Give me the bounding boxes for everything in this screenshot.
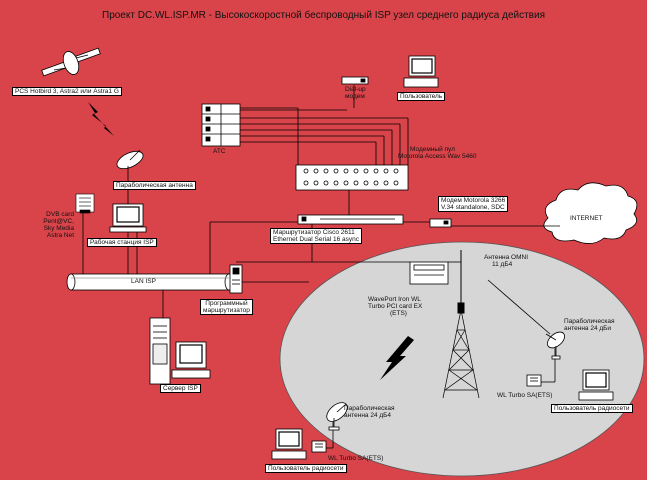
right-wl-turbo-icon xyxy=(526,374,542,387)
cisco-router-icon xyxy=(297,214,404,225)
omni-line2: 11 дБ4 xyxy=(492,261,513,268)
server-icon xyxy=(149,317,211,385)
ats-icon xyxy=(201,103,241,147)
tower-icon xyxy=(442,309,480,399)
software-router-label: Программный маршрутизатор xyxy=(200,299,253,315)
modem-pool-label: Модемный пул Motorola Access Wav 5460 xyxy=(398,146,477,160)
software-router-line2: маршрутизатор xyxy=(203,307,250,314)
dialup-modem-line2: модем xyxy=(345,93,365,100)
omni-antenna-icon xyxy=(457,250,465,314)
dvb-label-line2: Pent@VC, xyxy=(43,218,74,225)
omni-label: Антенна OMNI 11 дБ4 xyxy=(484,254,528,268)
multiplexer-label: Модем Motorola 3266 V.34 standalone, SDC xyxy=(438,196,509,212)
waveport-card-icon xyxy=(409,261,449,285)
right-dish-label: Параболическая антенна 24 дБи xyxy=(564,318,615,332)
wireless-link-icon xyxy=(380,336,414,380)
right-dish-icon xyxy=(545,331,565,360)
right-dish-line2: антенна 24 дБи xyxy=(564,325,612,332)
multiplexer-line1: Модем Motorola 3266 xyxy=(441,197,506,204)
bottom-radio-user-label: Пользователь радиосети xyxy=(265,464,347,473)
cisco-line2: Ethernet Dual Serial 16 async xyxy=(273,236,359,243)
dialup-modem-label: Dial-up модем xyxy=(345,86,366,100)
software-router-line1: Программный xyxy=(205,300,248,307)
bottom-wl-turbo-icon xyxy=(311,440,327,453)
multiplexer-line2: V.34 standalone, SDC xyxy=(441,204,505,211)
connection-lines xyxy=(82,85,560,449)
right-radio-user-label: Пользователь радиосети xyxy=(551,404,633,413)
multiplexer-modem-icon xyxy=(429,218,452,228)
workstation-label: Рабочая станция ISP xyxy=(87,238,157,247)
right-user-pc-icon xyxy=(578,369,614,401)
waveport-line2: Turbo PCI card EX xyxy=(368,303,423,310)
dvb-label-line1: DVB card xyxy=(46,211,74,218)
waveport-line1: WavePort Iron WL xyxy=(368,296,421,303)
internet-cloud xyxy=(543,182,638,244)
right-dish-line1: Параболическая xyxy=(564,318,615,325)
bottom-dish-icon xyxy=(326,402,348,431)
modem-pool-icon xyxy=(295,164,409,191)
bottom-dish-label: Параболическая антенна 24 дБ4 xyxy=(344,405,395,419)
cisco-label: Маршрутизатор Cisco 2611 Ethernet Dual S… xyxy=(270,228,362,244)
bottom-wl-turbo-label: WL Turbo SA(ETS) xyxy=(328,455,384,462)
dialup-modem-icon xyxy=(341,76,369,85)
ats-label: АТС xyxy=(213,148,226,155)
right-wl-turbo-label: WL Turbo SA(ETS) xyxy=(497,392,553,399)
dialup-user-pc-icon xyxy=(403,55,439,88)
server-label: Сервер ISP xyxy=(160,384,201,393)
bottom-dish-line1: Параболическая xyxy=(344,405,395,412)
dialup-user-label: Пользователь xyxy=(397,92,446,101)
bottom-user-pc-icon xyxy=(271,428,307,460)
waveport-label: WavePort Iron WL Turbo PCI card EX (ETS) xyxy=(368,296,422,317)
internet-label: INTERNET xyxy=(570,215,603,222)
sat-dish-label: Параболическая антенна xyxy=(113,181,196,190)
dvb-label-line4: Astra Net xyxy=(46,232,74,239)
satellite-link-icon xyxy=(88,102,114,136)
cisco-line1: Маршрутизатор Cisco 2611 xyxy=(273,229,355,236)
satellite-icon xyxy=(41,47,101,77)
bottom-dish-line2: антенна 24 дБ4 xyxy=(344,412,392,419)
workstation-icon xyxy=(109,203,147,233)
omni-line1: Антенна OMNI xyxy=(484,254,529,261)
dvb-card-icon xyxy=(75,193,95,214)
satellite-label: PCS Hotbird 3, Astra2 или Astra1 G xyxy=(12,87,122,96)
lan-label: LAN ISP xyxy=(131,278,156,285)
dvb-card-label: DVB card Pent@VC, Sky Media Astra Net xyxy=(28,211,74,239)
dvb-label-line3: Sky Media xyxy=(43,225,74,232)
diagram-title: Проект DC.WL.ISP.MR - Высокоскоростной б… xyxy=(102,10,545,21)
modem-pool-line1: Модемный пул xyxy=(410,146,455,153)
waveport-line3: (ETS) xyxy=(390,310,407,317)
dialup-modem-line1: Dial-up xyxy=(345,86,366,93)
modem-pool-line2: Motorola Access Wav 5460 xyxy=(398,153,477,160)
software-router-icon xyxy=(229,264,243,294)
